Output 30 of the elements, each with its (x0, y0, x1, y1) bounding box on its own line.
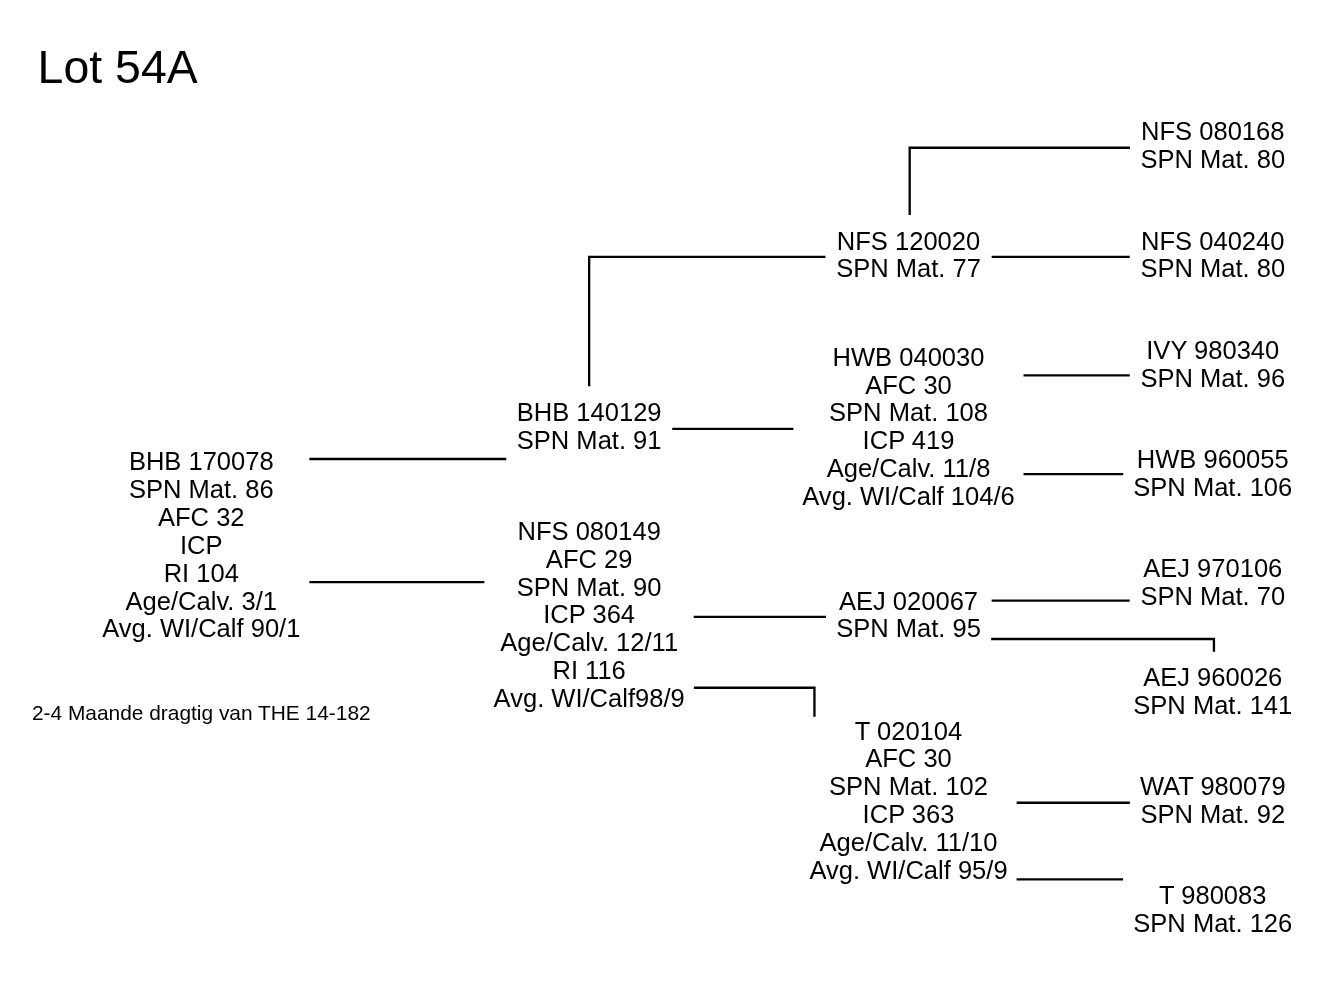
diagram-title: Lot 54A (37, 40, 198, 93)
connector (693, 686, 816, 717)
node-text: NFS 040240 SPN Mat. 80 (1140, 226, 1286, 283)
connector (1016, 801, 1130, 804)
connector (309, 457, 507, 461)
node-text: NFS 080168 SPN Mat. 80 (1140, 117, 1286, 174)
node-text: NFS 080149 AFC 29 SPN Mat. 90 ICP 364 Age/Calv. 12/11 RI 116 Avg. WI/Calf98/9 (493, 516, 685, 713)
connector (908, 146, 1130, 216)
node-text: BHB 170078 SPN Mat. 86 AFC 32 ICP RI 104 Age/Calv. 3/1 Avg. WI/Calf 90/1 (102, 447, 301, 643)
connector (1016, 878, 1124, 881)
node-text: HWB 040030 AFC 30 SPN Mat. 108 ICP 419 Age/Calv. 11/8 Avg. WI/Calf 104/6 (802, 342, 1015, 510)
connector (991, 599, 1130, 602)
connector (672, 427, 794, 430)
node-text: T 980083 SPN Mat. 126 (1133, 881, 1293, 938)
node-text: T 020104 AFC 30 SPN Mat. 102 ICP 363 Age/Calv. 11/10 Avg. WI/Calf 95/9 (809, 716, 1008, 884)
node-text: AEJ 020067 SPN Mat. 95 (836, 586, 981, 643)
connector (693, 615, 826, 619)
node-text: HWB 960055 SPN Mat. 106 (1133, 444, 1293, 501)
connector (309, 580, 485, 584)
node-text: AEJ 970106 SPN Mat. 70 (1140, 553, 1286, 610)
label: 2-4 Maande dragtig van THE 14-182 (31, 700, 371, 724)
connector (588, 255, 826, 387)
node-text: AEJ 960026 SPN Mat. 141 (1133, 663, 1293, 720)
connector (991, 255, 1130, 259)
connector (1023, 374, 1130, 377)
node-text: BHB 140129 SPN Mat. 91 (516, 398, 662, 455)
node-text: WAT 980079 SPN Mat. 92 (1139, 772, 1286, 829)
node-text: IVY 980340 SPN Mat. 96 (1140, 335, 1286, 392)
node-text: NFS 120020 SPN Mat. 77 (836, 226, 981, 283)
connector (1023, 472, 1124, 476)
